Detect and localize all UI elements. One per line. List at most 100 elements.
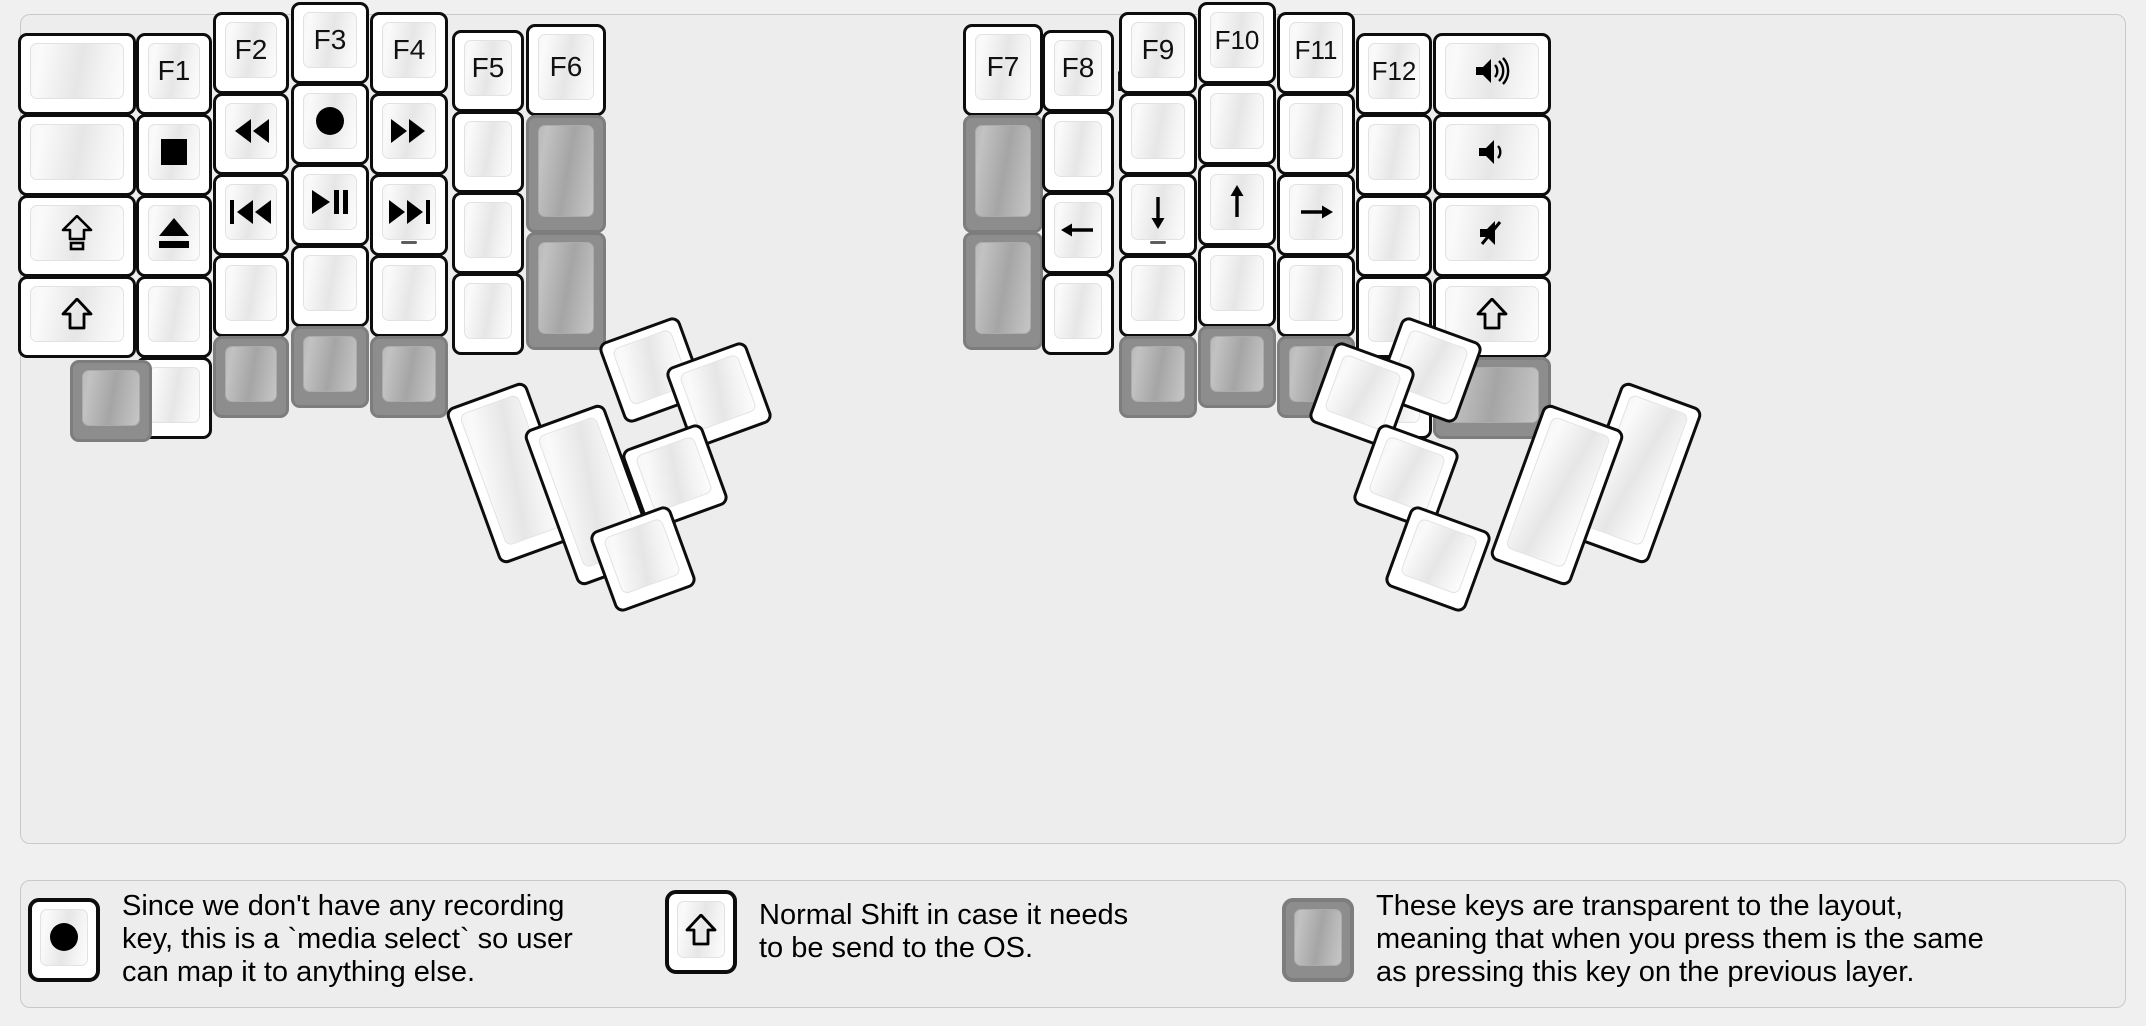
right-col-2-key-2[interactable]: [1042, 111, 1114, 193]
legend-item-1: Since we don't have any recording key, t…: [28, 890, 573, 989]
left-col-4-key-4[interactable]: [291, 245, 369, 327]
right-col-7-key-2[interactable]: [1433, 114, 1551, 196]
right-col-4-key-4[interactable]: [1198, 245, 1276, 327]
keycap-surface: [382, 265, 436, 321]
right-col-4-key-2[interactable]: [1198, 83, 1276, 165]
keycap-surface: F10: [1210, 12, 1264, 68]
legend-key-1: [28, 897, 100, 982]
keycap-label: F2: [234, 34, 268, 65]
right-col-1-key-3[interactable]: [963, 232, 1043, 350]
keycap-surface: F2: [225, 22, 277, 78]
left-col-1-key-4[interactable]: [18, 276, 136, 358]
right-col-3-key-4[interactable]: [1119, 255, 1197, 337]
left-col-7-key-1[interactable]: F6: [526, 24, 606, 116]
left-col-2-key-1[interactable]: F1: [136, 33, 212, 115]
legend-description-3: These keys are transparent to the layout…: [1376, 890, 1984, 989]
left-col-3-key-2[interactable]: [213, 93, 289, 175]
keycap-label: F1: [157, 55, 191, 86]
left-col-2-key-3[interactable]: [136, 195, 212, 277]
next-track-icon: [387, 199, 431, 225]
legend-keycap-surface: [1294, 908, 1342, 966]
keycap-surface: [1368, 124, 1420, 180]
keycap-surface: [30, 43, 124, 99]
keycap-surface: F8: [1054, 40, 1102, 96]
right-col-7-key-4[interactable]: [1433, 276, 1551, 358]
right-col-5-key-1[interactable]: F11: [1277, 12, 1355, 94]
homing-bump: [401, 241, 417, 244]
left-col-7-key-2[interactable]: [526, 115, 606, 233]
left-col-7-key-3[interactable]: [526, 232, 606, 350]
left-col-4-key-2[interactable]: [291, 83, 369, 165]
right-col-3-key-2[interactable]: [1119, 93, 1197, 175]
left-col-5-key-1[interactable]: F4: [370, 12, 448, 94]
arrow-right-icon: [1298, 198, 1334, 226]
right-col-4-key-5[interactable]: [1198, 326, 1276, 408]
left-col-1-key-1[interactable]: [18, 33, 136, 115]
keycap-surface: [1367, 435, 1447, 513]
keycap-surface: [30, 124, 124, 180]
keycap-surface: [225, 103, 277, 159]
right-col-1-key-2[interactable]: [963, 115, 1043, 233]
keycap-surface: [1054, 202, 1102, 258]
keycap-surface: [1368, 205, 1420, 261]
keycap-surface: [464, 202, 512, 258]
left-col-6-key-3[interactable]: [452, 192, 524, 274]
left-col-6-key-1[interactable]: F5: [452, 30, 524, 112]
left-col-1-key-2[interactable]: [18, 114, 136, 196]
keycap-surface: [1054, 283, 1102, 339]
right-col-6-key-3[interactable]: [1356, 195, 1432, 277]
right-col-4-key-1[interactable]: F10: [1198, 2, 1276, 84]
keycap-surface: F11: [1289, 22, 1343, 78]
keycap-surface: [1399, 517, 1479, 595]
shift-icon: [1476, 298, 1508, 330]
keycap-surface: F3: [303, 12, 357, 68]
right-col-5-key-4[interactable]: [1277, 255, 1355, 337]
volume-down-icon: [1477, 138, 1507, 166]
left-col-5-key-2[interactable]: [370, 93, 448, 175]
left-col-2-key-2[interactable]: [136, 114, 212, 196]
keycap-surface: [148, 124, 200, 180]
keycap-surface: [1289, 265, 1343, 321]
left-col-6-key-2[interactable]: [452, 111, 524, 193]
right-col-3-key-5[interactable]: [1119, 336, 1197, 418]
left-col-5-key-3[interactable]: [370, 174, 448, 256]
right-col-6-key-1[interactable]: F12: [1356, 33, 1432, 115]
left-col-1-key-5[interactable]: [70, 360, 152, 442]
homing-bump: [1150, 241, 1166, 244]
left-col-3-key-5[interactable]: [213, 336, 289, 418]
right-col-4-key-3[interactable]: [1198, 164, 1276, 246]
left-col-6-key-4[interactable]: [452, 273, 524, 355]
right-col-6-key-2[interactable]: [1356, 114, 1432, 196]
keycap-surface: [1289, 184, 1343, 240]
right-col-2-key-4[interactable]: [1042, 273, 1114, 355]
right-col-3-key-1[interactable]: F9: [1119, 12, 1197, 94]
legend-key-3: [1282, 897, 1354, 982]
left-col-4-key-1[interactable]: F3: [291, 2, 369, 84]
left-col-5-key-5[interactable]: [370, 336, 448, 418]
left-col-4-key-5[interactable]: [291, 326, 369, 408]
keycap-surface: [1131, 184, 1185, 240]
right-col-1-key-1[interactable]: F7: [963, 24, 1043, 116]
legend-key-2: [665, 890, 737, 974]
capslock-icon: [61, 215, 93, 251]
left-col-3-key-4[interactable]: [213, 255, 289, 337]
left-col-3-key-1[interactable]: F2: [213, 12, 289, 94]
left-col-1-key-3[interactable]: [18, 195, 136, 277]
right-col-2-key-3[interactable]: [1042, 192, 1114, 274]
keycap-surface: [1445, 43, 1539, 99]
right-col-5-key-2[interactable]: [1277, 93, 1355, 175]
left-col-2-key-4[interactable]: [136, 276, 212, 358]
keycap-label: F6: [549, 51, 583, 82]
right-col-2-key-1[interactable]: F8: [1042, 30, 1114, 112]
keycap-surface: F6: [538, 34, 594, 100]
right-col-5-key-3[interactable]: [1277, 174, 1355, 256]
keycap-label: F5: [471, 52, 505, 83]
right-col-7-key-3[interactable]: [1433, 195, 1551, 277]
left-col-5-key-4[interactable]: [370, 255, 448, 337]
left-col-4-key-3[interactable]: [291, 164, 369, 246]
keycap-label: F9: [1141, 34, 1175, 65]
left-col-3-key-3[interactable]: [213, 174, 289, 256]
keycap-surface: [225, 184, 277, 240]
right-col-7-key-1[interactable]: [1433, 33, 1551, 115]
right-col-3-key-3[interactable]: [1119, 174, 1197, 256]
